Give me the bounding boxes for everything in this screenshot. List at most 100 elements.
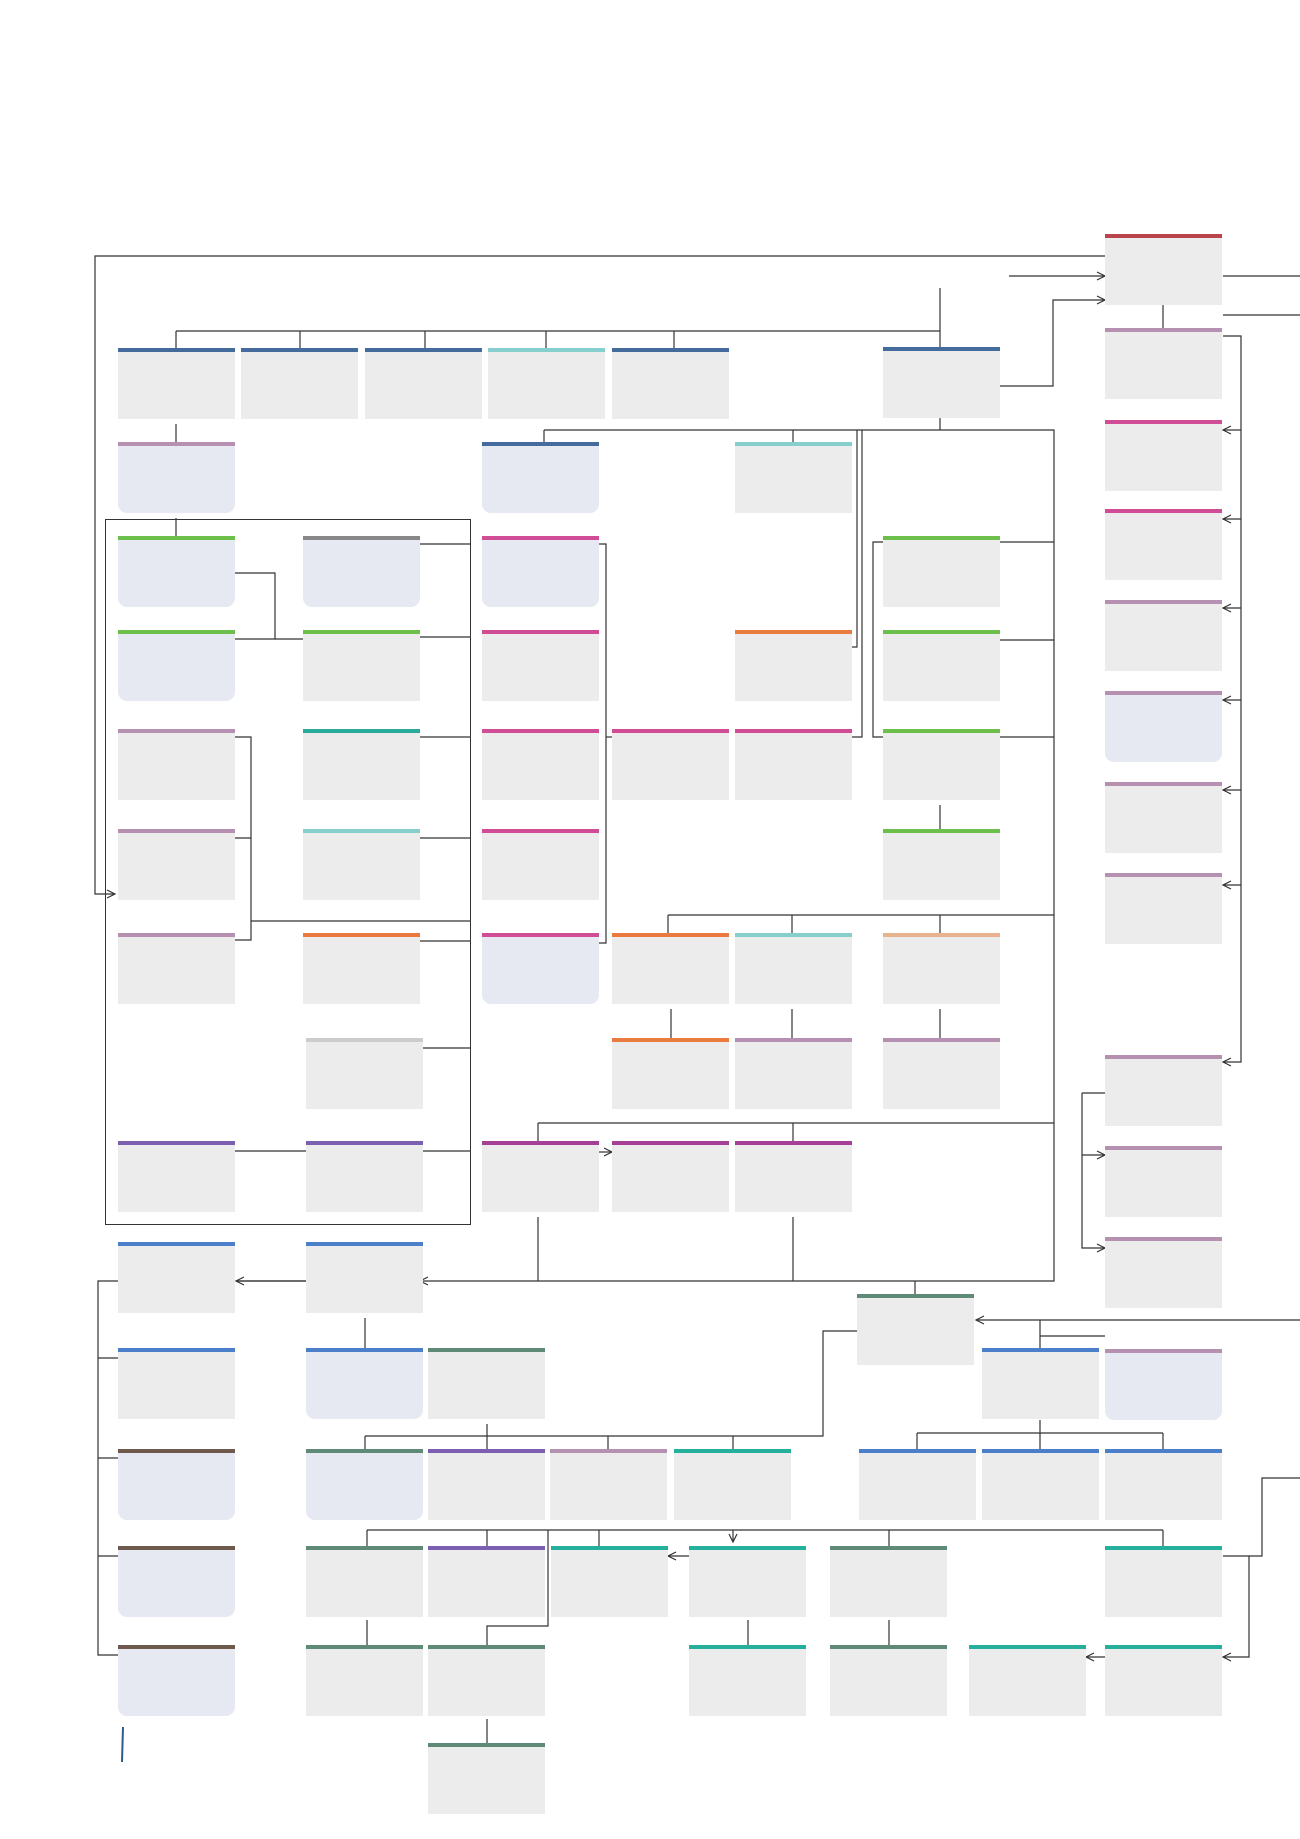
process-node — [482, 1141, 599, 1212]
connector-line — [599, 543, 607, 944]
process-node — [303, 729, 420, 800]
process-node — [735, 1141, 852, 1212]
connector-line — [97, 1280, 118, 1656]
arrowhead — [974, 1315, 985, 1325]
connector-line — [486, 1530, 549, 1645]
process-node — [735, 729, 852, 800]
process-node — [1105, 691, 1222, 762]
process-node — [612, 1141, 729, 1212]
process-node — [1105, 873, 1222, 944]
connector-line — [232, 572, 276, 640]
process-node — [118, 348, 235, 419]
arrowhead — [1221, 1057, 1232, 1067]
process-node — [428, 1348, 545, 1419]
process-node — [859, 1449, 976, 1520]
process-node — [118, 829, 235, 900]
process-node — [365, 348, 482, 419]
process-node — [118, 1645, 235, 1716]
process-node — [612, 729, 729, 800]
arrowhead — [1221, 785, 1232, 795]
process-node — [1105, 1055, 1222, 1126]
process-node — [306, 1546, 423, 1617]
process-node — [118, 933, 235, 1004]
process-node — [306, 1645, 423, 1716]
process-node — [1105, 509, 1222, 580]
process-node — [482, 536, 599, 607]
connector-line — [998, 299, 1105, 387]
process-node — [982, 1449, 1099, 1520]
process-node — [428, 1449, 545, 1520]
arrowhead — [1221, 695, 1232, 705]
process-node — [118, 536, 235, 607]
process-node — [883, 829, 1000, 900]
process-node — [428, 1645, 545, 1716]
process-node — [982, 1348, 1099, 1419]
process-node — [118, 1348, 235, 1419]
connector-line — [1223, 335, 1242, 1063]
process-node — [482, 729, 599, 800]
process-node — [428, 1546, 545, 1617]
process-node — [1105, 1449, 1222, 1520]
process-node — [482, 630, 599, 701]
process-node — [482, 829, 599, 900]
connector-line — [850, 430, 858, 648]
process-node — [689, 1546, 806, 1617]
process-node — [735, 630, 852, 701]
process-node — [551, 1546, 668, 1617]
process-node — [1105, 234, 1222, 305]
process-node — [118, 1546, 235, 1617]
process-node — [674, 1449, 791, 1520]
connector-line — [420, 429, 1055, 1282]
process-node — [118, 630, 235, 701]
stray-pen-mark — [121, 1726, 124, 1763]
process-node — [306, 1348, 423, 1419]
process-node — [883, 347, 1000, 418]
arrowhead — [666, 1551, 677, 1561]
process-node — [241, 348, 358, 419]
process-node — [118, 442, 235, 513]
arrowhead — [234, 1276, 245, 1286]
process-node — [735, 933, 852, 1004]
process-node — [303, 536, 420, 607]
process-node — [428, 1743, 545, 1814]
arrowhead — [1221, 880, 1232, 890]
process-node — [612, 348, 729, 419]
process-node — [306, 1242, 423, 1313]
process-node — [303, 933, 420, 1004]
arrowhead — [1084, 1652, 1095, 1662]
process-node — [482, 442, 599, 513]
process-node — [883, 1038, 1000, 1109]
process-node — [482, 933, 599, 1004]
process-node — [689, 1645, 806, 1716]
process-node — [883, 729, 1000, 800]
process-node — [830, 1645, 947, 1716]
process-node — [1105, 1645, 1222, 1716]
arrowhead — [1221, 603, 1232, 613]
arrowhead — [1221, 514, 1232, 524]
process-node — [830, 1546, 947, 1617]
process-node — [1105, 1546, 1222, 1617]
arrowhead — [1221, 1652, 1232, 1662]
process-node — [118, 1449, 235, 1520]
process-node — [303, 829, 420, 900]
process-node — [550, 1449, 667, 1520]
process-node — [118, 1141, 235, 1212]
left-group-frame — [105, 519, 471, 1225]
arrowhead — [1221, 425, 1232, 435]
connector-line — [872, 541, 883, 738]
process-node — [1105, 1237, 1222, 1308]
process-node — [488, 348, 605, 419]
process-node — [612, 933, 729, 1004]
process-node — [969, 1645, 1086, 1716]
process-node — [1105, 600, 1222, 671]
process-node — [1105, 1146, 1222, 1217]
process-node — [612, 1038, 729, 1109]
process-node — [118, 729, 235, 800]
process-node — [306, 1141, 423, 1212]
process-node — [857, 1294, 974, 1365]
connector-line — [850, 430, 863, 738]
process-node — [735, 442, 852, 513]
connector-line — [1081, 1093, 1105, 1249]
process-node — [1105, 420, 1222, 491]
